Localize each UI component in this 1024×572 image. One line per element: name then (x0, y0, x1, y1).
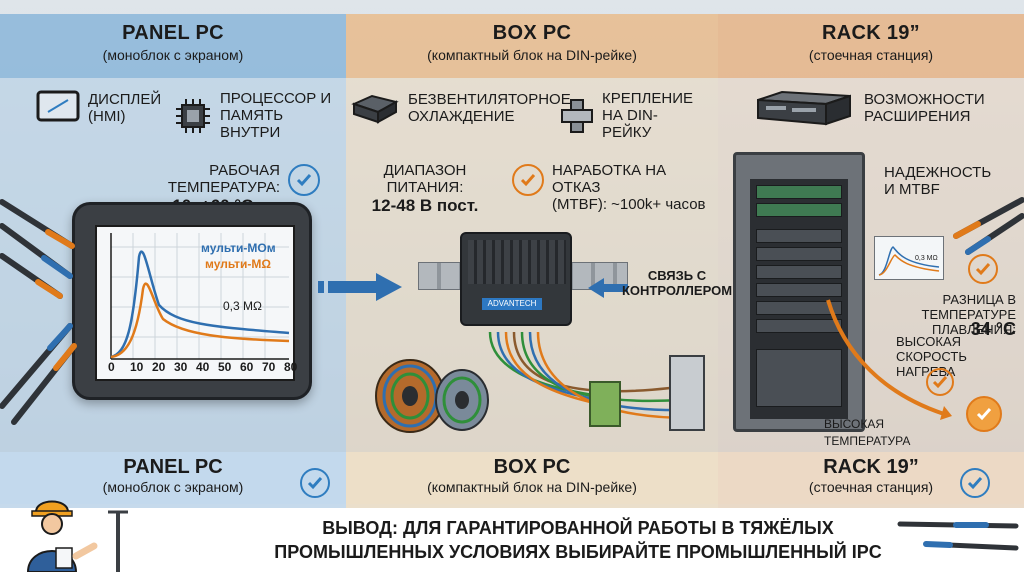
conclusion-bar (0, 508, 1024, 572)
arrow-right-icon (318, 273, 402, 301)
screen-x-tick: 40 (196, 360, 210, 374)
mtbf-label: НАРАБОТКА НА ОТКАЗ (552, 162, 667, 196)
arrow-left-icon (588, 278, 628, 298)
power-label: ДИАПАЗОН ПИТАНИЯ: (383, 162, 467, 196)
screen-x-tick: 60 (240, 360, 254, 374)
monitor-icon (36, 90, 80, 122)
fanless-box-icon (351, 94, 399, 124)
feature-din: КРЕПЛЕНИЕ НА DIN-РЕЙКУ (560, 90, 710, 141)
screen-x-tick: 0 (108, 360, 115, 374)
panel-pc-footer-subtitle: (моноблок с экраном) (102, 479, 244, 495)
rack-screen-value: 0,3 MΩ (915, 255, 938, 262)
box-pc-device: ADVANTECH (460, 232, 572, 326)
panel-footer-check-icon (300, 468, 330, 498)
panel-pc-subtitle: (моноблок с экраном) (102, 47, 244, 63)
rack-footer-check-icon (960, 468, 990, 498)
series-2-label: мульти-МΩ (205, 257, 272, 271)
screen-x-tick: 30 (174, 360, 188, 374)
feature-cpu: ПРОЦЕССОР И ПАМЯТЬ ВНУТРИ (174, 90, 342, 141)
temp-check-icon (288, 164, 320, 196)
feature-din-label: КРЕПЛЕНИЕ НА DIN-РЕЙКУ (602, 90, 693, 141)
screen-x-tick: 20 (152, 360, 166, 374)
rack-mini-screen: 0,3 MΩ (874, 236, 944, 280)
box-pc-subtitle: (компактный блок на DIN-рейке) (427, 47, 637, 63)
box-pc-footer: BOX PC (компактный блок на DIN-рейке) (346, 452, 718, 508)
feature-fanless: БЕЗВЕНТИЛЯТОРНОЕ ОХЛАЖДЕНИЕ (350, 90, 571, 126)
box-pc-footer-title: BOX PC (493, 456, 571, 478)
rack-check-icon-2 (926, 368, 954, 396)
tablet-screen: 0 10 20 30 40 50 60 70 80 мульти-МОм мульти-МΩ 0… (95, 225, 298, 381)
mtbf-value: (MTBF): ~100k+ часов (552, 196, 706, 213)
blue-series-line (110, 250, 290, 359)
panel-pc-header: PANEL PC (моноблок с экраном) (0, 14, 346, 78)
rack-check-icon-1 (968, 254, 998, 284)
screen-x-tick: 10 (130, 360, 144, 374)
din-rail-icon (561, 98, 593, 133)
cables-and-spools (375, 331, 705, 433)
engineer-icon (26, 500, 128, 572)
box-pc-title: BOX PC (492, 22, 572, 44)
box-pc-header: BOX PC (компактный блок на DIN-рейке) (346, 14, 718, 78)
cpu-chip-icon (176, 98, 210, 133)
device-brand: ADVANTECH (482, 298, 542, 310)
feature-display-label: ДИСПЛЕЙ (HMI) (88, 91, 162, 125)
conclusion-text: ВЫВОД: ДЛЯ ГАРАНТИРОВАННОЙ РАБОТЫ В ТЯЖЁ… (274, 518, 882, 562)
mtbf-spec: НАРАБОТКА НА ОТКАЗ (MTBF): ~100k+ часов (552, 162, 714, 213)
melt-diff-label: РАЗНИЦА В ТЕМПЕРАТУРЕ ПЛАВЛЕНИЯ: (921, 292, 1016, 337)
feature-expansion-label: ВОЗМОЖНОСТИ РАСШИРЕНИЯ (864, 91, 985, 125)
rack-title: RACK 19” (822, 22, 920, 44)
feature-cpu-label: ПРОЦЕССОР И ПАМЯТЬ ВНУТРИ (220, 90, 332, 141)
resistance-curve-chart: 0 10 20 30 40 50 60 70 80 (108, 233, 298, 374)
panel-pc-tablet: 0 10 20 30 40 50 60 70 80 мульти-МОм мульти-МΩ 0… (72, 202, 312, 400)
rack-check-icon-3 (966, 396, 1002, 432)
melt-diff-value: 34 °C (970, 319, 1016, 339)
feature-fanless-label: БЕЗВЕНТИЛЯТОРНОЕ ОХЛАЖДЕНИЕ (408, 91, 571, 125)
screen-value: 0,3 MΩ (223, 299, 262, 313)
test-probes-right (953, 197, 1024, 255)
power-value: 12-48 В пост. (371, 196, 479, 215)
panel-pc-title: PANEL PC (122, 22, 224, 44)
rack-server-icon (757, 90, 851, 126)
series-1-label: мульти-МОм (201, 241, 276, 255)
panel-pc-footer: PANEL PC (моноблок с экраном) (0, 452, 346, 508)
rack-header: RACK 19” (стоечная станция) (718, 14, 1024, 78)
test-probes-bottom (897, 521, 1019, 551)
screen-x-tick: 50 (218, 360, 232, 374)
rack-footer-title: RACK 19” (823, 456, 919, 478)
heat-arrow-icon (826, 299, 952, 420)
screen-x-tick: 70 (262, 360, 276, 374)
temp-label: РАБОЧАЯ ТЕМПЕРАТУРА: (167, 162, 280, 196)
rack-interior (750, 179, 848, 419)
feature-display: ДИСПЛЕЙ (HMI) (36, 90, 166, 126)
screen-x-tick: 80 (284, 360, 298, 374)
reliability-label: НАДЕЖНОСТЬ И MTBF (884, 164, 992, 198)
high-temp-label: ВЫСОКАЯ ТЕМПЕРАТУРА (824, 417, 911, 448)
controller-link-label: СВЯЗЬ С КОНТРОЛЛЕРОМ (622, 268, 733, 298)
box-pc-footer-subtitle: (компактный блок на DIN-рейке) (427, 479, 637, 495)
melt-diff-spec: РАЗНИЦА В ТЕМПЕРАТУРЕ ПЛАВЛЕНИЯ: 34 °C (866, 292, 1016, 340)
panel-pc-footer-title: PANEL PC (123, 456, 223, 478)
power-spec: ДИАПАЗОН ПИТАНИЯ: 12-48 В пост. (350, 162, 500, 216)
test-probes-left (0, 199, 77, 425)
orange-series-line (110, 282, 290, 359)
rack-footer-subtitle: (стоечная станция) (808, 479, 934, 495)
rack-cabinet (733, 152, 865, 432)
mtbf-check-icon (512, 164, 544, 196)
feature-expansion: ВОЗМОЖНОСТИ РАСШИРЕНИЯ (752, 88, 1012, 128)
rack-subtitle: (стоечная станция) (808, 47, 934, 63)
